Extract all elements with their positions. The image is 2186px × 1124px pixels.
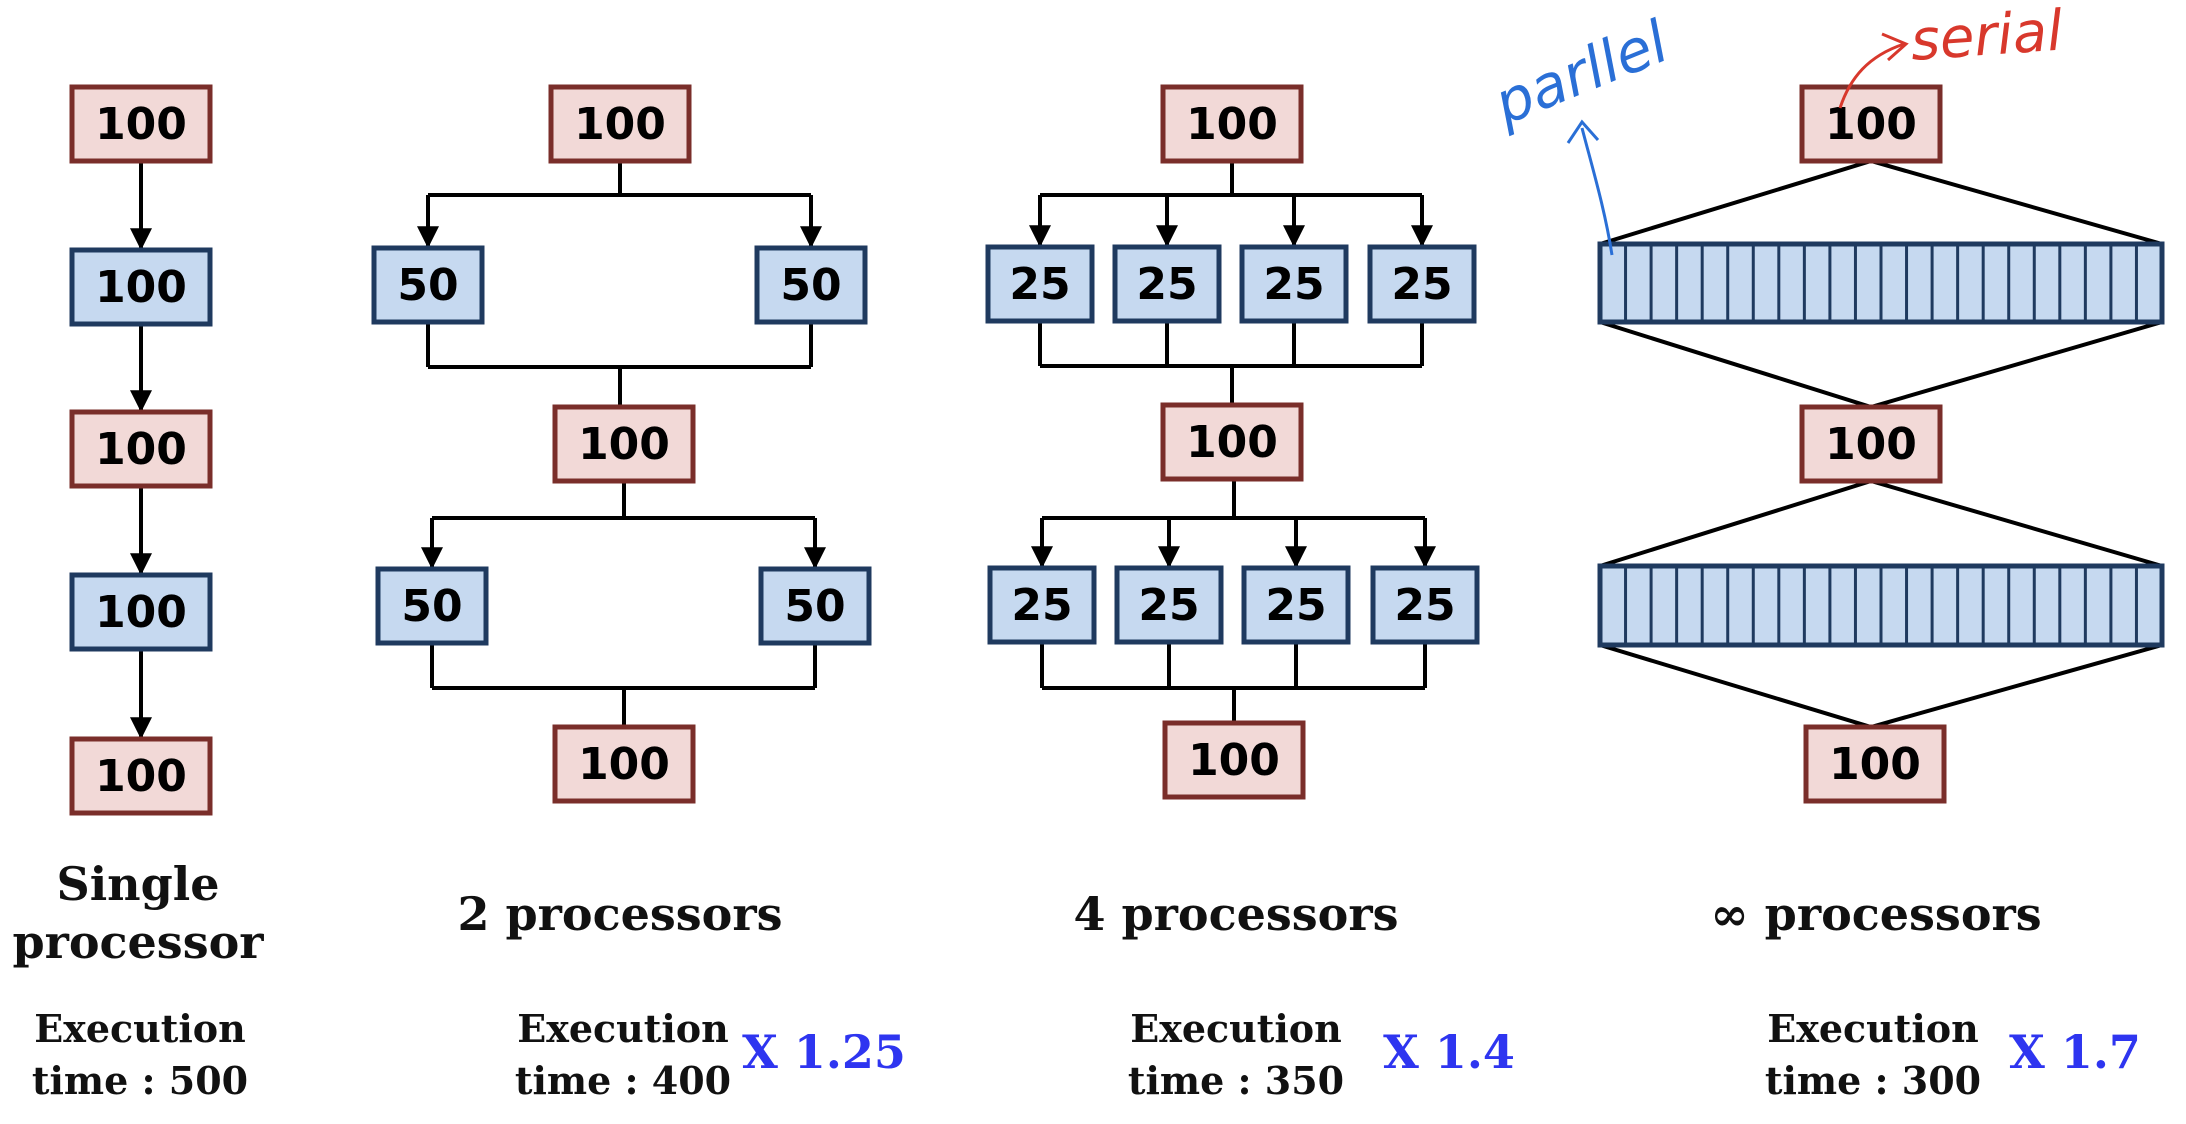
two-parallel-value: 50: [401, 581, 462, 632]
four-serial-value: 100: [1188, 735, 1280, 786]
inf-serial-value: 100: [1825, 99, 1917, 150]
inf-caption: ∞ processors: [1710, 887, 2041, 941]
inf-serial-box: [1799, 404, 1943, 484]
two-parallel-value: 50: [780, 260, 841, 311]
inf-serial-value: 100: [1825, 419, 1917, 470]
four-serial-box: [1160, 84, 1304, 164]
four-parallel-box: [987, 565, 1097, 645]
serial-annotation-arrowhead: [1881, 32, 1909, 62]
four-serial-box: [1162, 720, 1306, 800]
four-parallel-value: 25: [1009, 259, 1070, 310]
four-parallel-box: [985, 244, 1095, 324]
inf-serial-box: [1799, 84, 1943, 164]
task-boxes: [69, 84, 2165, 816]
execution-time: time : 400: [515, 1058, 731, 1103]
execution-label: Execution: [1767, 1006, 1979, 1051]
four-parallel-box: [1239, 244, 1349, 324]
four-parallel-box: [1241, 565, 1351, 645]
single-task-value: 100: [95, 262, 187, 313]
execution-label: Execution: [34, 1006, 246, 1051]
single-task-value: 100: [95, 99, 187, 150]
inf-lower-fanin-lines: [1599, 643, 2163, 730]
serial-annotation: serial: [1908, 0, 2065, 74]
single-caption-line1: Single: [56, 857, 219, 911]
execution-time: time : 350: [1128, 1058, 1344, 1103]
single-task-value: 100: [95, 424, 187, 475]
execution-time: time : 300: [1765, 1058, 1981, 1103]
execution-time: time : 500: [32, 1058, 248, 1103]
four-parallel-value: 25: [1136, 259, 1197, 310]
execution-label: Execution: [1130, 1006, 1342, 1051]
four-parallel-value: 25: [1263, 259, 1324, 310]
single-task-box: [69, 409, 213, 489]
inf-lower-fanout-lines: [1599, 478, 2163, 568]
single-task-value: 100: [95, 751, 187, 802]
parallel-annotation-arrowhead: [1566, 119, 1600, 144]
four-parallel-value: 25: [1138, 580, 1199, 631]
inf-upper-fanout-lines: [1599, 158, 2163, 246]
four-parallel-value: 25: [1391, 259, 1452, 310]
two-serial-box: [552, 404, 696, 484]
two-serial-value: 100: [578, 419, 670, 470]
single-task-value: 100: [95, 587, 187, 638]
parallel-annotation: parllel: [1484, 7, 1678, 138]
speedup-value: X 1.7: [2009, 1025, 2141, 1079]
two-parallel-value: 50: [784, 581, 845, 632]
four-parallel-box: [1114, 565, 1224, 645]
four-parallel-value: 25: [1394, 580, 1455, 631]
four-parallel-box: [1367, 244, 1477, 324]
connector-lines: [130, 158, 2163, 740]
two-parallel-box: [758, 566, 872, 646]
four-parallel-value: 25: [1265, 580, 1326, 631]
parallel-annotation-arrow: [1580, 127, 1614, 256]
two-parallel-box: [375, 566, 489, 646]
four-serial-value: 100: [1186, 417, 1278, 468]
two-parallel-box: [754, 245, 868, 325]
speedup-value: X 1.25: [742, 1025, 906, 1079]
inf-serial-value: 100: [1829, 739, 1921, 790]
inf-serial-box: [1803, 724, 1947, 804]
two-parallel-box: [371, 245, 485, 325]
two-serial-box: [552, 724, 696, 804]
single-task-box: [69, 247, 213, 327]
execution-label: Execution: [517, 1006, 729, 1051]
single-task-box: [69, 736, 213, 816]
handwritten-annotations: parllel serial: [1484, 0, 2065, 256]
single-task-box: [69, 572, 213, 652]
single-caption-line2: processor: [12, 915, 264, 969]
two-parallel-value: 50: [397, 260, 458, 311]
two-serial-value: 100: [574, 99, 666, 150]
two-caption: 2 processors: [458, 887, 783, 941]
four-serial-value: 100: [1186, 99, 1278, 150]
four-parallel-box: [1370, 565, 1480, 645]
two-serial-value: 100: [578, 739, 670, 790]
four-parallel-value: 25: [1011, 580, 1072, 631]
text-labels: 100 100 100 100 100 100 50 50 100 50 50 100 100 25 25 2…: [12, 99, 2140, 1103]
four-caption: 4 processors: [1074, 887, 1399, 941]
two-serial-box: [548, 84, 692, 164]
speedup-value: X 1.4: [1383, 1025, 1515, 1079]
four-serial-box: [1160, 402, 1304, 482]
inf-upper-fanin-lines: [1599, 320, 2163, 410]
serial-annotation-arrow: [1838, 42, 1905, 109]
four-parallel-box: [1112, 244, 1222, 324]
single-task-box: [69, 84, 213, 164]
